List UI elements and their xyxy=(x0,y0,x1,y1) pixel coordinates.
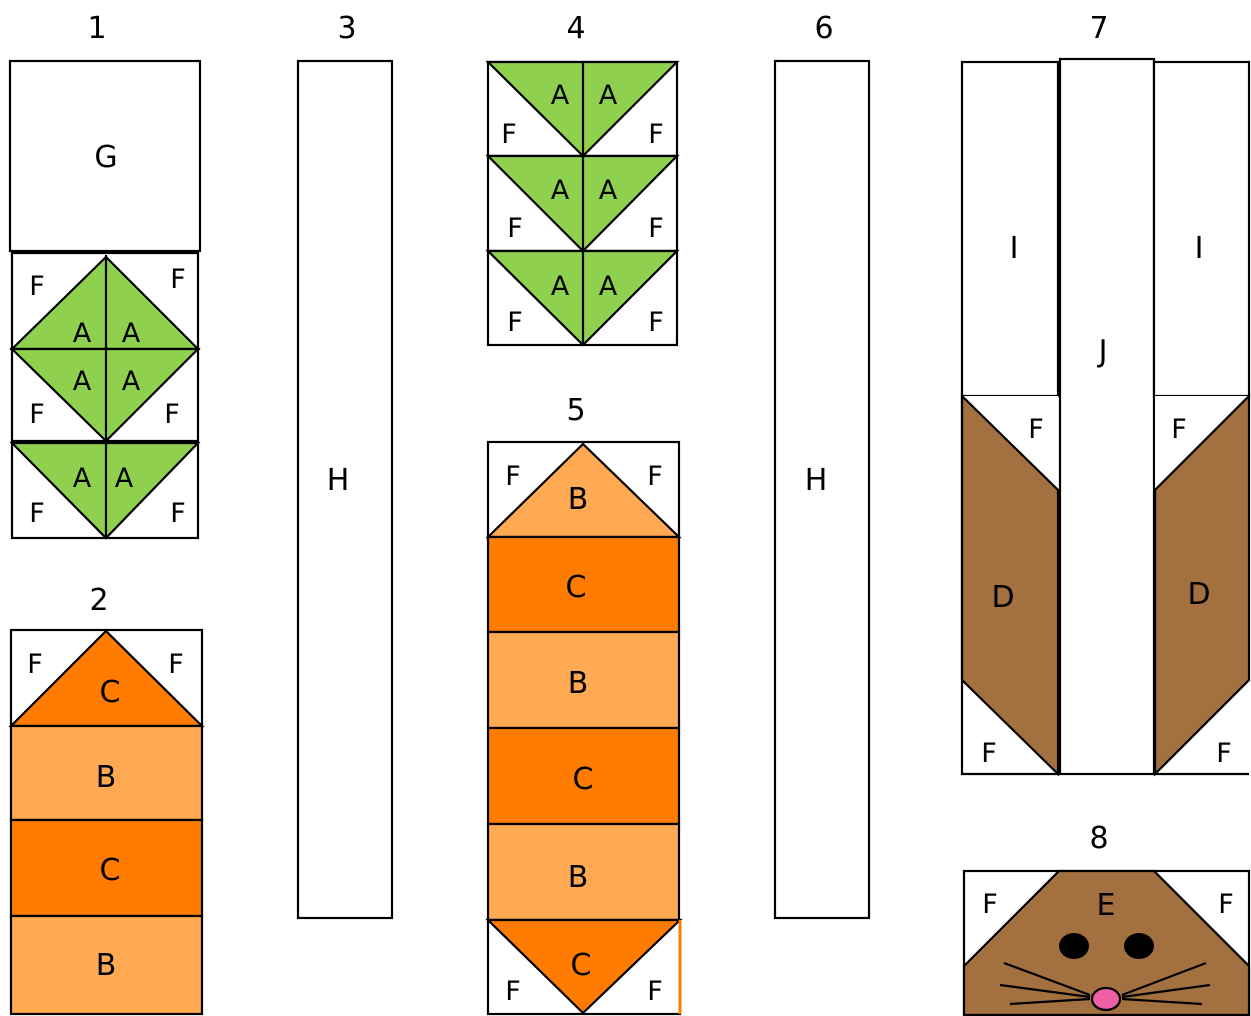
nose xyxy=(1092,988,1120,1010)
block-4-row-1: A A F F xyxy=(488,62,677,156)
block-1-row-1: F F A A xyxy=(12,253,198,349)
block-7-number: 7 xyxy=(1089,11,1108,46)
block-1-row-2: A A F F xyxy=(12,349,198,441)
left-ear-f-top: F xyxy=(1028,414,1044,445)
block-4: 4 A A F F A A F F A A F F xyxy=(488,11,677,345)
block-2-f-left: F xyxy=(27,649,43,680)
block-5-top-b: B xyxy=(568,482,589,517)
block-5-bottom-f-left: F xyxy=(505,976,521,1007)
block-3-number: 3 xyxy=(337,11,356,46)
right-ear-f-top: F xyxy=(1171,414,1187,445)
row-2-f-right: F xyxy=(164,399,180,430)
row-3-a-left: A xyxy=(73,463,92,494)
piece-i-right xyxy=(1154,62,1249,396)
block-6-number: 6 xyxy=(814,11,833,46)
block-8-f-right: F xyxy=(1218,889,1234,920)
block-5-strip-b2-label: B xyxy=(568,860,589,895)
row-1-a-left: A xyxy=(73,318,92,349)
row-3-a-right: A xyxy=(115,463,134,494)
row-1-f-right: F xyxy=(170,264,186,295)
block-8-number: 8 xyxy=(1089,821,1108,856)
block-4-row-3-a-right: A xyxy=(599,271,618,302)
block-4-row-1-f-right: F xyxy=(648,119,664,150)
block-4-row-3-f-left: F xyxy=(507,307,523,338)
block-5-top-f-left: F xyxy=(505,461,521,492)
block-3: 3 H xyxy=(298,11,392,918)
block-1: 1 G F F A A A A F F xyxy=(10,11,200,538)
block-6: 6 H xyxy=(775,11,869,918)
block-4-number: 4 xyxy=(566,11,585,46)
row-3-f-left: F xyxy=(29,498,45,529)
block-1-number: 1 xyxy=(87,11,106,46)
block-4-row-2-f-left: F xyxy=(507,213,523,244)
block-5: 5 F F B C B C B C F F xyxy=(488,393,680,1014)
block-1-row-3: A A F F xyxy=(12,443,198,538)
piece-j xyxy=(1060,59,1154,774)
row-1-f-left: F xyxy=(29,271,45,302)
block-2-strip-c-label: C xyxy=(100,853,121,888)
row-2-f-left: F xyxy=(29,399,45,430)
piece-i-left xyxy=(962,62,1058,396)
piece-g-label: G xyxy=(94,140,117,175)
block-2-strip-b1-label: B xyxy=(96,760,117,795)
left-eye xyxy=(1059,933,1089,959)
block-4-row-1-a-left: A xyxy=(551,80,570,111)
piece-j-label: J xyxy=(1097,334,1108,369)
block-5-strip-c1-label: C xyxy=(566,570,587,605)
piece-d-right-label: D xyxy=(1187,577,1210,612)
left-ear-f-bottom: F xyxy=(981,738,997,769)
row-3-f-right: F xyxy=(170,498,186,529)
block-5-strip-c2-label: C xyxy=(573,762,594,797)
row-2-a-left: A xyxy=(73,366,92,397)
block-4-row-3-f-right: F xyxy=(648,307,664,338)
block-4-row-1-f-left: F xyxy=(501,119,517,150)
row-2-a-right: A xyxy=(122,366,141,397)
block-8: 8 F E F xyxy=(964,821,1249,1015)
block-5-bottom-f-right: F xyxy=(647,976,663,1007)
piece-h-left-label: H xyxy=(327,463,350,498)
block-4-row-2-a-right: A xyxy=(599,175,618,206)
block-2-c-top: C xyxy=(100,675,121,710)
block-4-row-3: A A F F xyxy=(488,251,677,345)
block-8-f-left: F xyxy=(982,889,998,920)
right-ear-f-bottom: F xyxy=(1216,738,1232,769)
block-4-row-2: A A F F xyxy=(488,156,677,251)
block-7: 7 J I F D F I F D F xyxy=(962,11,1249,774)
block-5-number: 5 xyxy=(566,393,585,428)
block-2-number: 2 xyxy=(89,583,108,618)
piece-e-label: E xyxy=(1097,888,1116,923)
block-2-f-right: F xyxy=(168,649,184,680)
block-2: 2 F F C B C B xyxy=(11,583,202,1014)
block-5-bottom-c: C xyxy=(571,948,592,983)
block-4-row-2-a-left: A xyxy=(551,175,570,206)
block-4-row-2-f-right: F xyxy=(648,213,664,244)
right-eye xyxy=(1124,933,1154,959)
block-4-row-3-a-left: A xyxy=(551,271,570,302)
piece-i-right-label: I xyxy=(1195,231,1204,266)
piece-h-right-label: H xyxy=(805,463,828,498)
block-5-top-f-right: F xyxy=(647,461,663,492)
row-1-a-right: A xyxy=(122,318,141,349)
block-2-strip-b2-label: B xyxy=(96,948,117,983)
piece-d-left-label: D xyxy=(991,580,1014,615)
piece-i-left-label: I xyxy=(1010,231,1019,266)
block-5-strip-b1-label: B xyxy=(568,666,589,701)
block-4-row-1-a-right: A xyxy=(599,80,618,111)
